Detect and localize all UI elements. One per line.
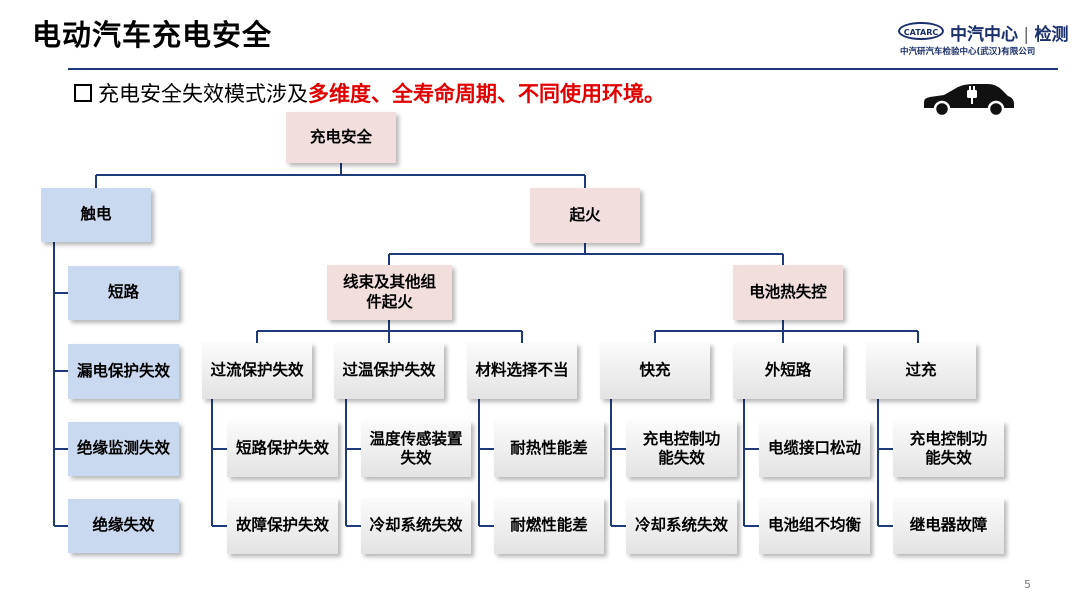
node-cooling-system-failure: 冷却系统失效 [361,498,471,554]
node-charge-control-failure-overcharge: 充电控制功能失效 [893,421,1004,477]
node-cable-interface-loose: 电缆接口松动 [759,421,870,477]
node-short-circuit-protection-failure: 短路保护失效 [227,421,338,477]
node-cooling-system-failure-fast: 冷却系统失效 [626,498,737,554]
node-electric-shock: 触电 [41,188,151,242]
node-battery-pack-imbalance: 电池组不均衡 [759,498,870,554]
node-fire: 起火 [530,188,640,243]
logo-subtext: 中汽研汽车检验中心(武汉)有限公司 [900,47,1036,57]
node-poor-flame-resistance: 耐燃性能差 [494,498,604,554]
node-leakage-protection-failure: 漏电保护失效 [68,344,179,399]
node-improper-material-selection: 材料选择不当 [467,343,577,399]
node-overcharge: 过充 [866,343,976,399]
header-rule [68,68,1058,70]
node-fast-charging: 快充 [600,343,710,399]
node-fault-protection-failure: 故障保护失效 [227,498,338,554]
page-number: 5 [1024,578,1031,591]
checkbox-bullet-icon [74,84,92,102]
node-insulation-monitoring-failure: 绝缘监测失效 [68,422,179,476]
node-battery-thermal-runaway: 电池热失控 [733,265,843,320]
page-title: 电动汽车充电安全 [32,18,273,52]
node-wiring-fire: 线束及其他组件起火 [327,265,452,320]
node-poor-heat-resistance: 耐热性能差 [494,421,604,477]
node-short-circuit: 短路 [68,266,179,320]
car-charging-icon [924,84,1014,116]
node-overtemp-protection-failure: 过温保护失效 [334,343,444,399]
node-charge-control-failure-fast: 充电控制功能失效 [626,421,737,477]
node-overcurrent-protection-failure: 过流保护失效 [202,343,312,399]
node-external-short: 外短路 [733,343,843,399]
node-relay-fault: 继电器故障 [893,498,1004,554]
company-logo: CATARC 中汽中心 | 检测 中汽研汽车检验中心(武汉)有限公司 [898,20,1069,60]
node-temp-sensor-failure: 温度传感装置失效 [361,421,471,477]
node-insulation-failure: 绝缘失效 [68,499,179,553]
catarc-logo-icon: CATARC [898,22,944,40]
node-charging-safety: 充电安全 [286,112,396,163]
logo-main-text: 中汽中心 | 检测 [950,25,1069,45]
subtitle: 充电安全失效模式涉及多维度、全寿命周期、不同使用环境。 [74,78,665,108]
